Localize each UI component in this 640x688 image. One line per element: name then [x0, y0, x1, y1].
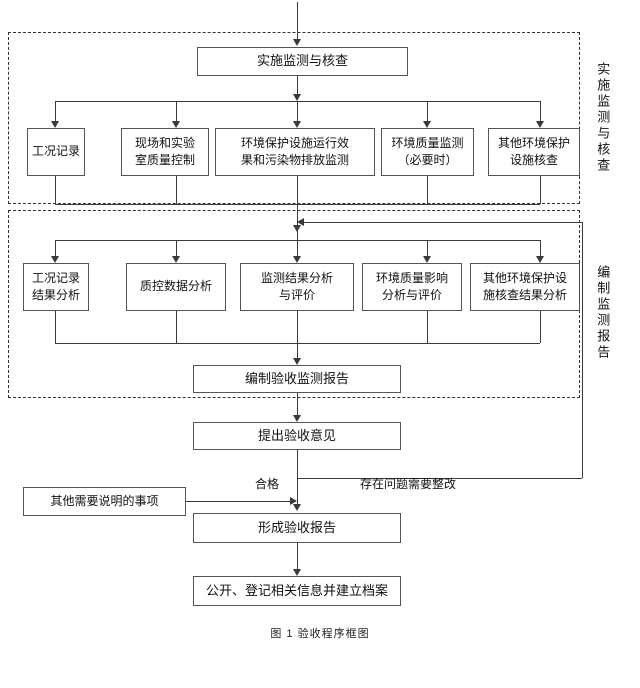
node-propose-opinion[interactable]: 提出验收意见 — [193, 422, 401, 450]
edge-label-needs-rectification: 存在问题需要整改 — [360, 477, 457, 491]
edge-implement-to-fanout-arrowhead — [293, 94, 301, 101]
edge-row1-merge-2 — [176, 176, 177, 204]
edge-fanout1-branch-1 — [55, 101, 56, 124]
edge-stage1-to-stage2-arrowhead — [293, 225, 301, 232]
edge-label-qualified: 合格 — [255, 477, 280, 491]
edge-fanout1-branch-2-arrowhead — [172, 121, 180, 128]
edge-other-notes-arrowhead — [290, 497, 297, 505]
stage-label-monitoring: 实施监测与核查 — [595, 62, 611, 174]
node-other-env-facility-check[interactable]: 其他环境保护 设施核查 — [488, 128, 580, 176]
node-env-quality-impact-analysis[interactable]: 环境质量影响 分析与评价 — [362, 263, 462, 311]
edge-row1-merge-5 — [540, 176, 541, 204]
edge-compile-to-opinion — [297, 393, 298, 417]
node-publish-register[interactable]: 公开、登记相关信息并建立档案 — [193, 576, 401, 606]
edge-form-to-publish-arrowhead — [293, 569, 301, 576]
edge-fanout2-branch-1 — [55, 240, 56, 260]
edge-fanout1-branch-5 — [540, 101, 541, 124]
edge-form-to-publish — [297, 543, 298, 571]
edge-fanout1-branch-1-arrowhead — [51, 121, 59, 128]
edge-row2-merge-3 — [297, 311, 298, 343]
edge-row1-merge-3 — [297, 176, 298, 222]
edge-merge2-to-compile-arrowhead — [293, 358, 301, 365]
edge-fanout2-branch-3 — [297, 240, 298, 260]
edge-fanout1-branch-2 — [176, 101, 177, 124]
node-qc-data-analysis[interactable]: 质控数据分析 — [126, 263, 226, 311]
edge-compile-to-opinion-arrowhead — [293, 415, 301, 422]
node-compile-report[interactable]: 编制验收监测报告 — [193, 365, 401, 393]
edge-fanout2-branch-4-arrowhead — [423, 256, 431, 263]
edge-fanout1-branch-3-arrowhead — [293, 121, 301, 128]
edge-row1-merge-1 — [55, 176, 56, 204]
node-env-quality-monitoring[interactable]: 环境质量监测 （必要时） — [381, 128, 474, 176]
figure-caption: 图 1 验收程序框图 — [270, 628, 370, 640]
edge-fanout1-branch-4-arrowhead — [423, 121, 431, 128]
edge-fanout2-branch-2-arrowhead — [172, 256, 180, 263]
edge-fanout2-branch-2 — [176, 240, 177, 260]
edge-fanout2-branch-1-arrowhead — [51, 256, 59, 263]
edge-row2-merge-5 — [540, 311, 541, 343]
node-work-condition-result-analysis[interactable]: 工况记录 结果分析 — [23, 263, 89, 311]
edge-rectify-top — [301, 222, 582, 223]
edge-merge2-to-compile — [297, 343, 298, 360]
stage-zone-monitoring — [8, 32, 580, 204]
node-monitoring-result-analysis[interactable]: 监测结果分析 与评价 — [240, 263, 354, 311]
edge-other-notes-to-spine — [186, 501, 290, 502]
edge-fanout2-branch-5 — [540, 240, 541, 260]
node-site-lab-quality-control[interactable]: 现场和实验 室质量控制 — [121, 128, 209, 176]
node-other-notes[interactable]: 其他需要说明的事项 — [23, 487, 186, 516]
edge-rectify-right — [582, 222, 583, 478]
edge-opinion-to-form-arrowhead — [293, 504, 301, 511]
edge-fanout2-branch-4 — [427, 240, 428, 260]
edge-fanout1-branch-5-arrowhead — [536, 121, 544, 128]
edge-row2-merge-1 — [55, 311, 56, 343]
node-env-facility-effect-pollutant-monitoring[interactable]: 环境保护设施运行效 果和污染物排放监测 — [215, 128, 375, 176]
edge-fanout2-branch-5-arrowhead — [536, 256, 544, 263]
stage-label-report: 编制监测报告 — [595, 265, 611, 361]
edge-row2-merge-2 — [176, 311, 177, 343]
node-work-condition-record[interactable]: 工况记录 — [27, 128, 85, 176]
edge-fanout2-branch-3-arrowhead — [293, 256, 301, 263]
edge-fanout1-branch-3 — [297, 101, 298, 124]
edge-row2-merge-4 — [427, 311, 428, 343]
edge-rectify-arrowhead — [297, 218, 304, 226]
edge-rectify-bottom — [297, 478, 582, 479]
edge-fanout1-branch-4 — [427, 101, 428, 124]
edge-entry-line — [297, 2, 298, 40]
merge-bar-row1 — [55, 204, 540, 205]
node-implement-monitoring[interactable]: 实施监测与核查 — [197, 47, 408, 76]
node-other-facility-check-result-analysis[interactable]: 其他环境保护设 施核查结果分析 — [470, 263, 580, 311]
node-form-report[interactable]: 形成验收报告 — [193, 513, 401, 543]
edge-stage1-to-stage2-spine — [297, 222, 298, 250]
edge-row1-merge-4 — [427, 176, 428, 204]
edge-implement-to-fanout — [297, 76, 298, 96]
edge-entry-arrowhead — [293, 39, 301, 46]
